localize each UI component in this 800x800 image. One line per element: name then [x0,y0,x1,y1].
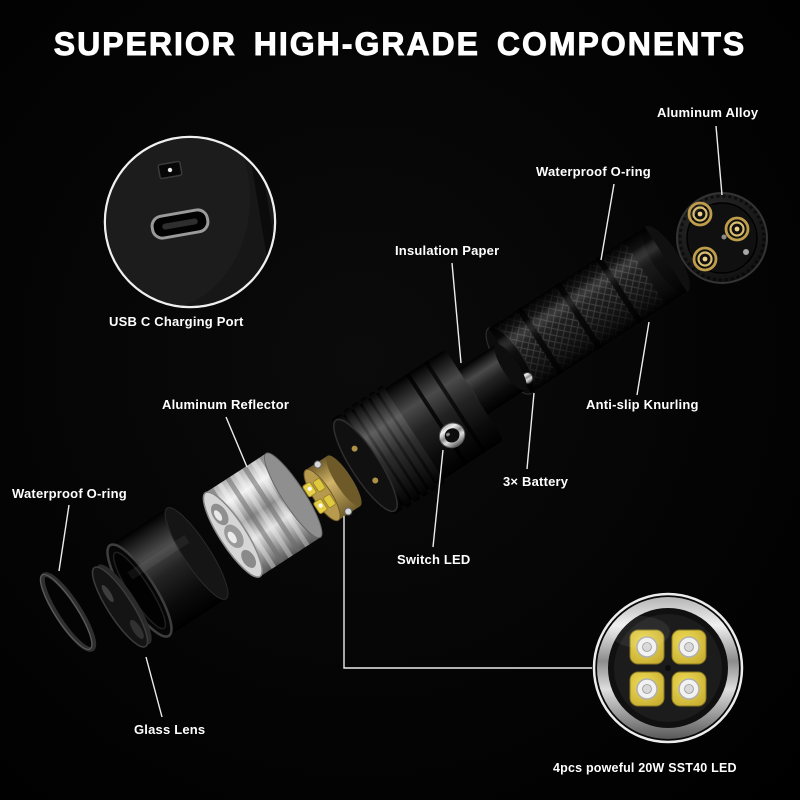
screw [344,507,353,516]
label-insulation-paper: Insulation Paper [395,243,500,258]
label-battery: 3× Battery [503,474,569,489]
bezel-part [106,507,229,638]
side-switch [438,422,466,449]
led-chip [629,629,665,665]
led-board-part [302,455,362,522]
indicator-led-window [157,160,183,180]
led-closeup-inset [592,592,744,744]
label-led-caption: 4pcs poweful 20W SST40 LED [553,761,737,775]
oring-part [39,572,97,652]
screw [743,249,749,255]
label-aluminum-alloy: Aluminum Alloy [657,105,759,120]
screw [313,460,322,469]
label-glass-lens: Glass Lens [134,722,206,737]
screw [721,234,727,240]
led-chip [671,671,707,707]
label-usb-c-charging-port: USB C Charging Port [109,314,244,329]
glass-lens-part [91,564,152,648]
leader-lines [58,125,723,718]
battery-tube-part [485,225,690,395]
page-title: SUPERIOR HIGH-GRADE COMPONENTS [53,26,747,63]
label-waterproof-oring-top: Waterproof O-ring [536,164,651,179]
tailcap-part [676,192,768,284]
label-waterproof-oring-left: Waterproof O-ring [12,486,127,501]
battery-spring [724,216,750,242]
battery-spring [687,201,713,227]
label-aluminum-reflector: Aluminum Reflector [162,397,290,412]
usb-c-port-opening [150,208,210,240]
battery-spring [692,246,718,272]
usb-port-inset [103,135,277,309]
label-anti-slip-knurling: Anti-slip Knurling [586,397,699,412]
reflector-part [202,452,323,578]
led-chip [629,671,665,707]
led-chip [671,629,707,665]
label-switch-led: Switch LED [397,552,471,567]
head-part [332,351,503,515]
